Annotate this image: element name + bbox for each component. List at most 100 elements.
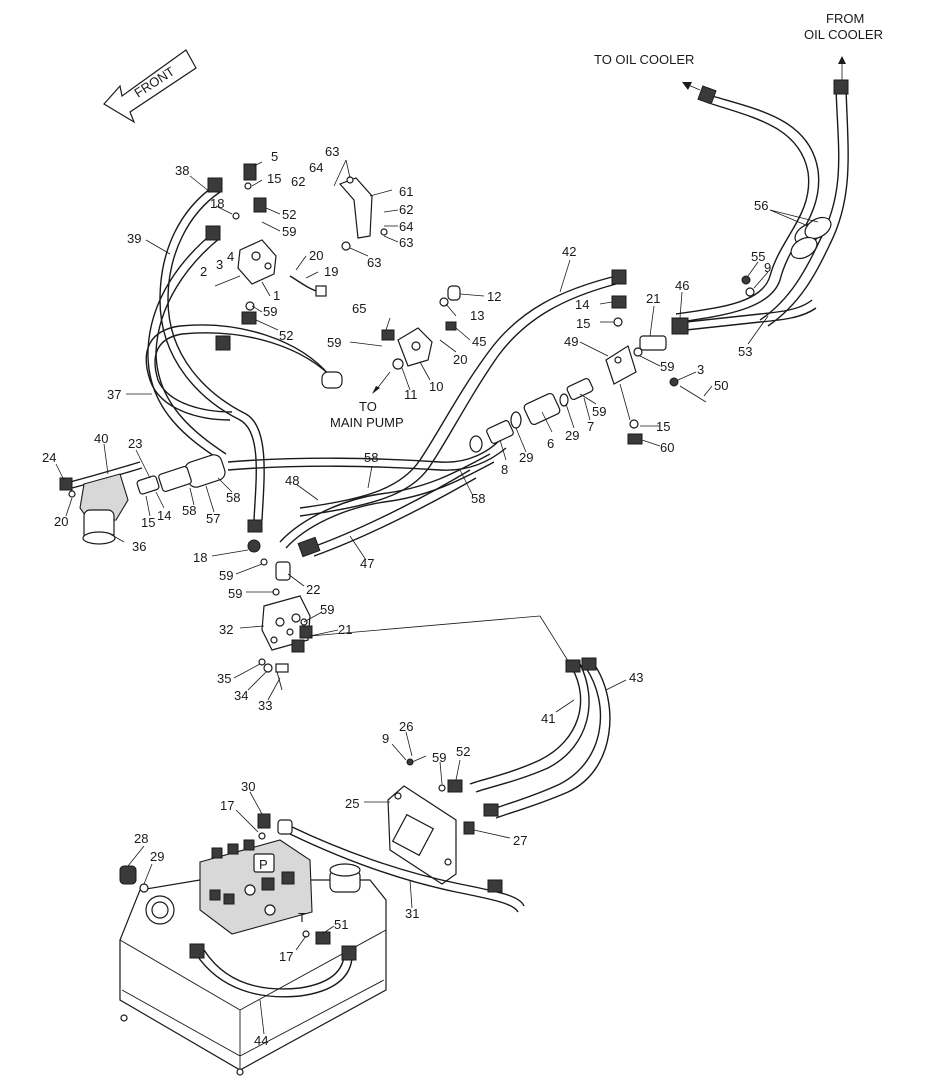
callout-61: 61 bbox=[399, 184, 413, 199]
callout-42: 42 bbox=[562, 244, 576, 259]
callout-39: 39 bbox=[127, 231, 141, 246]
hose-42 bbox=[299, 269, 627, 517]
callout-64b: 64 bbox=[399, 219, 413, 234]
callout-43: 43 bbox=[629, 670, 643, 685]
hoses-41-43 bbox=[469, 657, 611, 819]
callout-9b: 9 bbox=[382, 731, 389, 746]
callout-52c: 52 bbox=[456, 744, 470, 759]
callout-49: 49 bbox=[564, 334, 578, 349]
callout-64: 64 bbox=[309, 160, 323, 175]
callout-21: 21 bbox=[646, 291, 660, 306]
callout-55: 55 bbox=[751, 249, 765, 264]
callout-20: 20 bbox=[309, 248, 323, 263]
callout-38: 38 bbox=[175, 163, 189, 178]
callout-35: 35 bbox=[217, 671, 231, 686]
fittings-6-7-8 bbox=[469, 377, 594, 453]
callout-51: 51 bbox=[334, 917, 348, 932]
callout-41: 41 bbox=[541, 711, 555, 726]
callout-58d: 58 bbox=[471, 491, 485, 506]
callout-32: 32 bbox=[219, 622, 233, 637]
bracket-25 bbox=[387, 755, 475, 885]
callout-3: 3 bbox=[216, 257, 223, 272]
block-49 bbox=[605, 275, 755, 445]
to-main-pump-line2: MAIN PUMP bbox=[330, 415, 404, 430]
callout-60: 60 bbox=[660, 440, 674, 455]
callout-59i: 59 bbox=[432, 750, 446, 765]
from-oil-cooler-label-line1: FROM bbox=[826, 11, 864, 26]
to-oil-cooler-label: TO OIL COOLER bbox=[594, 52, 694, 67]
callout-27: 27 bbox=[513, 833, 527, 848]
callout-23: 23 bbox=[128, 436, 142, 451]
callout-33: 33 bbox=[258, 698, 272, 713]
fitting-cluster-23-57 bbox=[59, 454, 226, 545]
callout-46: 46 bbox=[675, 278, 689, 293]
callout-21b: 21 bbox=[338, 622, 352, 637]
callout-52b: 52 bbox=[279, 328, 293, 343]
callout-10: 10 bbox=[429, 379, 443, 394]
callout-63b: 63 bbox=[399, 235, 413, 250]
callout-31: 31 bbox=[405, 906, 419, 921]
callout-26: 26 bbox=[399, 719, 413, 734]
hydraulic-tank bbox=[119, 863, 387, 1076]
callout-29: 29 bbox=[565, 428, 579, 443]
callout-63: 63 bbox=[325, 144, 339, 159]
callout-59: 59 bbox=[282, 224, 296, 239]
port-t-label: T bbox=[298, 910, 306, 925]
callout-29c: 29 bbox=[150, 849, 164, 864]
callout-53: 53 bbox=[738, 344, 752, 359]
callout-25: 25 bbox=[345, 796, 359, 811]
callout-15b: 15 bbox=[576, 316, 590, 331]
block-10 bbox=[372, 285, 461, 394]
callout-19: 19 bbox=[324, 264, 338, 279]
callout-62: 62 bbox=[291, 174, 305, 189]
callout-17b: 17 bbox=[279, 949, 293, 964]
callout-36: 36 bbox=[132, 539, 146, 554]
callout-30: 30 bbox=[241, 779, 255, 794]
manifold-block-32 bbox=[247, 539, 571, 691]
callout-59e: 59 bbox=[592, 404, 606, 419]
callout-24: 24 bbox=[42, 450, 56, 465]
callout-29b: 29 bbox=[519, 450, 533, 465]
callout-57: 57 bbox=[206, 511, 220, 526]
callout-7: 7 bbox=[587, 419, 594, 434]
callout-22: 22 bbox=[306, 582, 320, 597]
callout-15c: 15 bbox=[656, 419, 670, 434]
callout-59c: 59 bbox=[327, 335, 341, 350]
callout-58b: 58 bbox=[226, 490, 240, 505]
callout-40: 40 bbox=[94, 431, 108, 446]
callout-48: 48 bbox=[285, 473, 299, 488]
hose-46-53 bbox=[671, 299, 817, 335]
callout-28: 28 bbox=[134, 831, 148, 846]
callout-15d: 15 bbox=[141, 515, 155, 530]
callout-52: 52 bbox=[282, 207, 296, 222]
callout-14: 14 bbox=[575, 297, 589, 312]
callout-6: 6 bbox=[547, 436, 554, 451]
to-main-pump-line1: TO bbox=[359, 399, 377, 414]
callout-18: 18 bbox=[210, 196, 224, 211]
callout-13: 13 bbox=[470, 308, 484, 323]
callout-59d: 59 bbox=[660, 359, 674, 374]
callout-65: 65 bbox=[352, 301, 366, 316]
callout-numbers: 5 15 52 59 63 64 62 61 62 64 63 63 38 18… bbox=[42, 144, 771, 1048]
callout-9: 9 bbox=[764, 260, 771, 275]
callout-50: 50 bbox=[714, 378, 728, 393]
callout-14b: 14 bbox=[157, 508, 171, 523]
callout-56: 56 bbox=[754, 198, 768, 213]
hoses-38-39-37 bbox=[145, 177, 343, 533]
callout-45: 45 bbox=[472, 334, 486, 349]
callout-44: 44 bbox=[254, 1033, 268, 1048]
callout-20b: 20 bbox=[453, 352, 467, 367]
callout-58: 58 bbox=[182, 503, 196, 518]
callout-59f: 59 bbox=[219, 568, 233, 583]
front-direction-arrow: FRONT bbox=[103, 49, 197, 124]
oil-cooler-hose-pair bbox=[675, 79, 849, 327]
callout-62b: 62 bbox=[399, 202, 413, 217]
callout-2: 2 bbox=[200, 264, 207, 279]
callout-11: 11 bbox=[404, 387, 418, 402]
callout-leaders bbox=[55, 159, 819, 1035]
callout-18b: 18 bbox=[193, 550, 207, 565]
callout-34: 34 bbox=[234, 688, 248, 703]
callout-59b: 59 bbox=[263, 304, 277, 319]
manifold-block-1 bbox=[214, 163, 327, 325]
callout-20c: 20 bbox=[54, 514, 68, 529]
